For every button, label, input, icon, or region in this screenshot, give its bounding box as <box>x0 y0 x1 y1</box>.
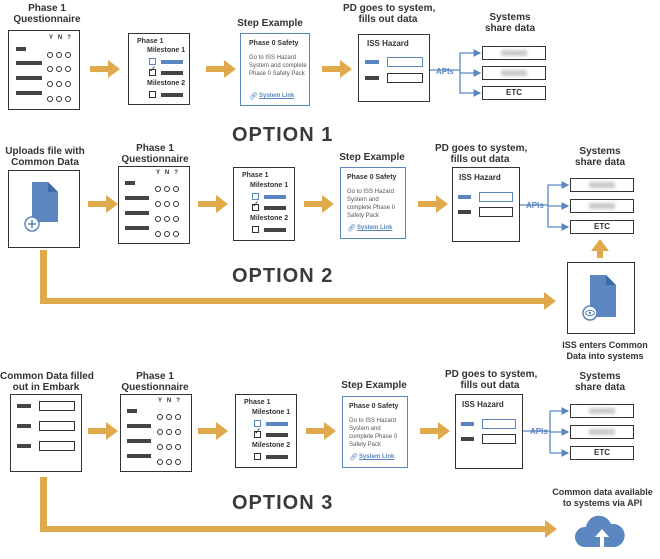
o2-questionnaire-card: Y N ? <box>118 166 190 244</box>
o2-milestone2: Milestone 2 <box>250 215 289 222</box>
o3-step-card: Phase 0 Safety Go to ISS Hazard System a… <box>342 396 408 468</box>
o2-milestone1: Milestone 1 <box>250 182 289 189</box>
option3-label: OPTION 3 <box>232 492 334 514</box>
flow-arrow <box>88 195 118 213</box>
flow-arrow <box>198 422 228 440</box>
flow-arrow <box>418 195 448 213</box>
document-icon <box>590 275 616 317</box>
o3-pd-title: PD goes to system, fills out data <box>445 369 538 391</box>
cloud-upload-icon <box>574 515 625 551</box>
o2-step-body: Go to ISS Hazard System and complete Pha… <box>347 189 396 219</box>
o1-ynq-header: Y N ? <box>49 35 71 41</box>
o2-share-title: Systems share data <box>574 146 626 168</box>
o2-up-arrow <box>591 239 609 258</box>
o3-long-arrow <box>40 477 557 538</box>
o1-hazard-title: ISS Hazard <box>367 39 409 48</box>
o1-questionnaire-card: Y N ? <box>8 30 80 110</box>
o3-hazard-card: ISS Hazard <box>455 394 523 469</box>
o1-milestone2: Milestone 2 <box>147 80 186 87</box>
o1-apis: APIs <box>436 67 454 76</box>
link-icon: 🔗︎ <box>249 93 258 100</box>
o2-pd-title: PD goes to system, fills out data <box>435 143 528 165</box>
o2-ynq-header: Y N ? <box>156 170 178 176</box>
link-icon: 🔗︎ <box>347 225 356 232</box>
o2-long-arrow <box>40 250 556 310</box>
link-icon: 🔗︎ <box>349 454 358 461</box>
o1-system-row-1 <box>482 46 546 60</box>
o2-questionnaire-title: Phase 1 Questionnaire <box>121 143 189 165</box>
o3-system-link[interactable]: System Link <box>359 454 395 460</box>
o3-step-title: Step Example <box>341 380 407 391</box>
o1-milestone1: Milestone 1 <box>147 47 186 54</box>
o2-system-row-1 <box>570 178 634 192</box>
o2-hazard-title: ISS Hazard <box>459 173 501 182</box>
o1-system-link[interactable]: System Link <box>259 93 295 99</box>
o2-etc: ETC <box>570 220 634 234</box>
o3-share-title: Systems share data <box>574 371 626 393</box>
flow-arrow <box>322 60 352 78</box>
eye-icon <box>582 305 598 321</box>
option2-label: OPTION 2 <box>232 265 334 287</box>
o1-step-heading: Phase 0 Safety <box>249 40 299 47</box>
o3-milestone1: Milestone 1 <box>252 409 291 416</box>
o3-ynq-header: Y N ? <box>158 398 180 404</box>
o1-hazard-card: ISS Hazard <box>358 34 430 102</box>
o2-api-connectors <box>520 181 570 231</box>
o3-milestone-card: Phase 1 Milestone 1 ✓ Milestone 2 <box>235 394 297 468</box>
o2-system-row-2 <box>570 199 634 213</box>
o1-step-title: Step Example <box>237 18 303 29</box>
o1-system-row-2 <box>482 66 546 80</box>
flow-arrow <box>306 422 336 440</box>
o3-step-body: Go to ISS Hazard System and complete Pha… <box>349 418 398 448</box>
o1-milestone-card: Phase 1 Milestone 1 ✓ Milestone 2 <box>128 33 190 105</box>
o3-embark-card <box>10 394 82 472</box>
o1-etc: ETC <box>482 86 546 100</box>
o2-system-link[interactable]: System Link <box>357 225 393 231</box>
o2-milestone-card: Phase 1 Milestone 1 ✓ Milestone 2 <box>233 167 295 241</box>
o2-step-heading: Phase 0 Safety <box>347 174 397 181</box>
o3-hazard-title: ISS Hazard <box>462 400 504 409</box>
o1-api-connectors <box>430 49 482 97</box>
o1-pd-title: PD goes to system, fills out data <box>343 3 436 25</box>
o1-questionnaire-title: Phase 1 Questionnaire <box>13 3 81 25</box>
option1-label: OPTION 1 <box>232 124 334 146</box>
o2-step-title: Step Example <box>339 152 405 163</box>
o2-upload-title: Uploads file with Common Data <box>5 146 85 168</box>
o3-api-caption: Common data available to systems via API <box>552 487 653 508</box>
o3-api-connectors <box>523 407 570 457</box>
o3-questionnaire-title: Phase 1 Questionnaire <box>121 371 189 393</box>
o3-step-heading: Phase 0 Safety <box>349 403 399 410</box>
o3-etc: ETC <box>570 446 634 460</box>
o1-milestone-phase: Phase 1 <box>137 38 164 45</box>
o3-questionnaire-card: Y N ? <box>120 394 192 472</box>
flow-arrow <box>198 195 228 213</box>
o2-step-card: Phase 0 Safety Go to ISS Hazard System a… <box>340 167 406 239</box>
o1-share-title: Systems share data <box>484 12 536 34</box>
o2-hazard-card: ISS Hazard <box>452 167 520 242</box>
add-icon <box>24 216 40 232</box>
checkmark-icon <box>149 69 156 76</box>
o3-system-row-2 <box>570 425 634 439</box>
o2-milestone-phase: Phase 1 <box>242 172 269 179</box>
o3-milestone-phase: Phase 1 <box>244 399 271 406</box>
document-icon <box>32 182 58 222</box>
o3-system-row-1 <box>570 404 634 418</box>
flow-arrow <box>304 195 334 213</box>
flow-arrow <box>90 60 120 78</box>
o1-step-body: Go to ISS Hazard System and complete Pha… <box>249 55 307 77</box>
o3-milestone2: Milestone 2 <box>252 442 291 449</box>
flow-arrow <box>88 422 118 440</box>
o3-embark-title: Common Data filled out in Embark <box>0 371 94 393</box>
flow-arrow <box>206 60 236 78</box>
flow-arrow <box>420 422 450 440</box>
o2-enters-caption: ISS enters Common Data into systems <box>562 340 648 361</box>
o1-step-card: Phase 0 Safety Go to ISS Hazard System a… <box>240 33 310 106</box>
